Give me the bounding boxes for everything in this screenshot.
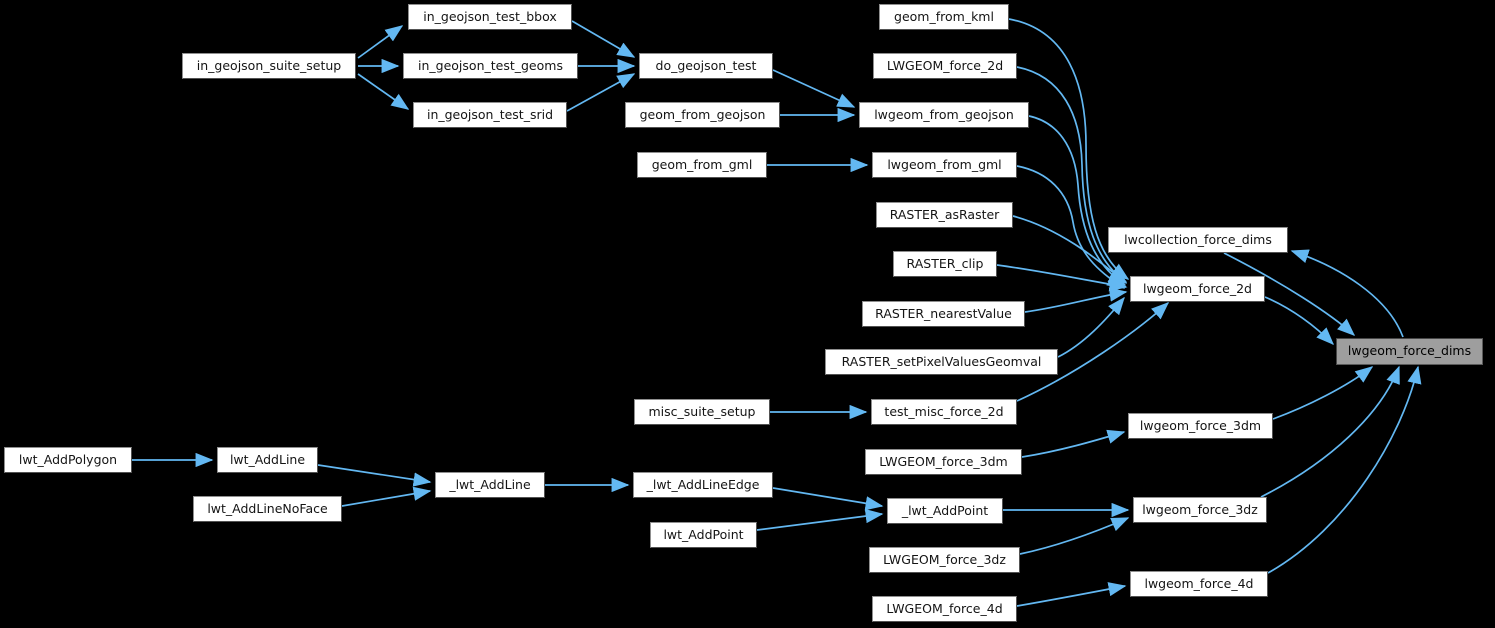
node-lwfromgeojson[interactable]: lwgeom_from_geojson [859, 102, 1029, 128]
node-label: _lwt_AddLineEdge [646, 476, 760, 492]
node-label: RASTER_setPixelValuesGeomval [841, 353, 1042, 369]
edge-force2d-to-forcedims [1264, 296, 1335, 346]
edge-_addlineedge-to-_addpoint [772, 487, 884, 511]
node-bbox[interactable]: in_geojson_test_bbox [408, 4, 572, 30]
node-LW4d[interactable]: LWGEOM_force_4d [872, 596, 1017, 622]
node-lwfromgml[interactable]: lwgeom_from_gml [872, 152, 1017, 178]
node-label: test_misc_force_2d [884, 403, 1004, 419]
edge-LW3dz-to-force3dz [1019, 517, 1130, 555]
edge-dotest-to-lwfromgeojson [772, 69, 856, 108]
edge-srid-to-dotest [566, 73, 636, 112]
node-label: lwt_AddPolygon [18, 451, 118, 467]
node-label: in_geojson_test_bbox [423, 8, 557, 24]
edge-gfkml-to-force2d [1008, 18, 1130, 280]
edge-addline-to-_addline [317, 464, 432, 487]
node-forcedims[interactable]: lwgeom_force_dims [1336, 338, 1483, 365]
node-setpixel[interactable]: RASTER_setPixelValuesGeomval [825, 349, 1058, 375]
edge-addlinenoface-to-_addline [341, 486, 432, 507]
node-label: RASTER_clip [906, 255, 984, 271]
node-force3dm[interactable]: lwgeom_force_3dm [1128, 413, 1273, 439]
edge-collection-to-forcedims [1223, 252, 1356, 336]
edge-testmisc-to-force2d [1016, 302, 1170, 402]
node-label: lwgeom_force_3dm [1139, 417, 1262, 433]
edge-LWforce2d-to-force2d [1016, 66, 1128, 283]
node-label: LWGEOM_force_3dm [879, 453, 1008, 469]
node-srid[interactable]: in_geojson_test_srid [413, 102, 567, 128]
node-geoms[interactable]: in_geojson_test_geoms [403, 53, 578, 79]
node-label: LWGEOM_force_2d [886, 57, 1004, 73]
node-label: RASTER_nearestValue [875, 305, 1012, 321]
node-label: lwgeom_force_4d [1144, 575, 1254, 591]
node-force4d[interactable]: lwgeom_force_4d [1130, 571, 1268, 597]
edge-lwfromgeojson-to-force2d [1028, 115, 1127, 286]
edge-force3dz-to-forcedims [1260, 365, 1400, 498]
node-label: geom_from_gml [651, 156, 753, 172]
node-label: geom_from_geojson [639, 106, 766, 122]
node-miscsetup[interactable]: misc_suite_setup [634, 399, 770, 425]
node-label: geom_from_kml [894, 8, 994, 24]
node-force2d[interactable]: lwgeom_force_2d [1130, 276, 1265, 302]
node-label: LWGEOM_force_4d [886, 600, 1003, 616]
node-label: lwgeom_force_dims [1347, 343, 1472, 359]
node-label: lwt_AddLineNoFace [207, 500, 328, 516]
node-gfgeojson[interactable]: geom_from_geojson [625, 102, 780, 128]
node-addpolygon[interactable]: lwt_AddPolygon [4, 447, 132, 473]
node-LW3dm[interactable]: LWGEOM_force_3dm [865, 449, 1022, 475]
edge-LW4d-to-force4d [1016, 582, 1127, 607]
node-_addline[interactable]: _lwt_AddLine [435, 472, 545, 498]
node-testmisc[interactable]: test_misc_force_2d [871, 399, 1017, 425]
node-nearest[interactable]: RASTER_nearestValue [862, 301, 1025, 327]
edge-lwfromgml-to-force2d [1016, 165, 1126, 289]
node-addline[interactable]: lwt_AddLine [217, 447, 318, 473]
node-label: misc_suite_setup [648, 403, 756, 419]
edge-clip-to-force2d [996, 264, 1128, 292]
node-LWforce2d[interactable]: LWGEOM_force_2d [873, 53, 1017, 79]
node-label: lwgeom_from_geojson [874, 106, 1014, 122]
edge-forcedims-to-collection [1290, 249, 1404, 338]
node-asraster[interactable]: RASTER_asRaster [876, 202, 1013, 228]
edge-bbox-to-dotest [571, 20, 636, 58]
node-addlinenoface[interactable]: lwt_AddLineNoFace [193, 496, 342, 522]
node-label: LWGEOM_force_3dz [883, 551, 1006, 567]
node-force3dz[interactable]: lwgeom_force_3dz [1133, 497, 1267, 523]
node-label: RASTER_asRaster [889, 206, 1000, 222]
edge-force4d-to-forcedims [1267, 365, 1422, 574]
node-label: in_geojson_test_srid [426, 106, 554, 122]
node-label: in_geojson_suite_setup [196, 57, 342, 73]
node-addpoint[interactable]: lwt_AddPoint [650, 522, 757, 548]
node-label: lwt_AddPoint [663, 526, 744, 542]
node-clip[interactable]: RASTER_clip [893, 251, 997, 277]
node-label: do_geojson_test [655, 57, 757, 73]
edge-setpixel-to-force2d [1057, 296, 1125, 358]
node-_addpoint[interactable]: _lwt_AddPoint [887, 498, 1003, 524]
node-gfgml[interactable]: geom_from_gml [637, 152, 767, 178]
node-label: _lwt_AddLine [449, 476, 531, 492]
node-label: _lwt_AddPoint [901, 502, 989, 518]
node-label: in_geojson_test_geoms [418, 57, 563, 73]
edge-addpoint-to-_addpoint [756, 509, 884, 531]
node-gfkml[interactable]: geom_from_kml [879, 4, 1009, 30]
edge-nearest-to-force2d [1024, 287, 1128, 313]
node-label: lwgeom_from_gml [887, 156, 1002, 172]
node-label: lwgeom_force_2d [1142, 280, 1252, 296]
node-label: lwcollection_force_dims [1124, 231, 1272, 247]
node-label: lwgeom_force_3dz [1142, 501, 1258, 517]
edge-suite-to-srid [357, 73, 410, 110]
edge-LW3dm-to-force3dm [1021, 429, 1126, 458]
node-LW3dz[interactable]: LWGEOM_force_3dz [869, 547, 1020, 573]
node-dotest[interactable]: do_geojson_test [639, 53, 773, 79]
edge-suite-to-bbox [357, 25, 404, 59]
edge-force3dm-to-forcedims [1272, 366, 1374, 420]
node-collection[interactable]: lwcollection_force_dims [1108, 227, 1288, 253]
edge-asraster-to-force2d [1012, 215, 1128, 284]
node-_addlineedge[interactable]: _lwt_AddLineEdge [633, 472, 773, 498]
node-suite[interactable]: in_geojson_suite_setup [182, 53, 356, 79]
node-label: lwt_AddLine [229, 451, 306, 467]
